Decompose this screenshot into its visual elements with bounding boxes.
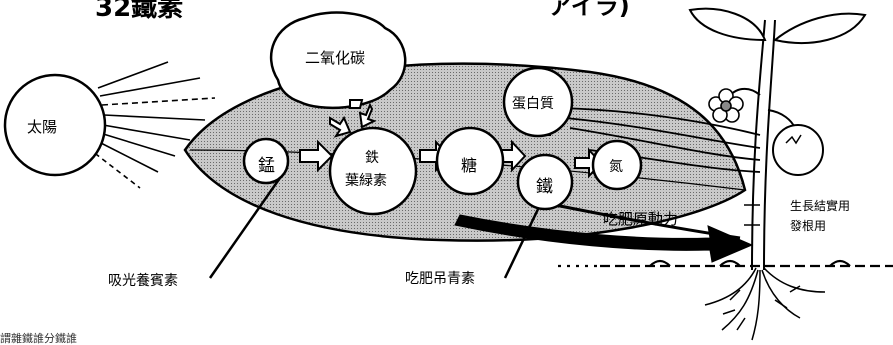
sun-label: 太陽	[27, 118, 58, 136]
nitrogen-label: 氮	[609, 159, 623, 175]
plant-flower	[708, 88, 744, 123]
co2-label: 二氧化碳	[305, 49, 366, 67]
sugar-label: 糖	[461, 156, 478, 175]
diagram-title: 32鐵素	[95, 0, 184, 23]
iron-label: 鐵	[536, 177, 553, 197]
plant-leaf-right	[772, 12, 867, 44]
plant-stem	[751, 19, 776, 271]
footer-text: 謂雜鐵誰分鐵誰	[0, 332, 77, 345]
pointer-fertilizer-element	[503, 204, 542, 279]
fertilizer-power-label: 吃肥原動力	[603, 210, 679, 228]
protein-label: 蛋白質	[512, 96, 554, 112]
light-nutrient-label: 吸光養賓素	[108, 273, 178, 289]
pointer-light-nutrient	[208, 174, 284, 279]
rooting-label: 發根用	[790, 219, 827, 233]
node-circles	[242, 66, 643, 216]
plant-roots	[704, 267, 826, 341]
sun-rays	[87, 61, 216, 189]
sun-circle	[3, 73, 107, 177]
iron-chlorophyll-label-2: 葉緑素	[345, 173, 387, 189]
growth-fruiting-label: 生長結實用	[790, 199, 851, 213]
iron-chlorophyll-label-1: 鉄	[365, 150, 379, 166]
manganese-label: 錳	[258, 156, 275, 176]
plant-leaf-left	[688, 7, 767, 42]
fertilizer-element-label: 吃肥吊青素	[405, 271, 475, 287]
fertilizer-arrow	[454, 214, 754, 263]
leaf-midrib	[189, 149, 746, 191]
plant-fruit	[772, 124, 824, 176]
diagram-title-right: アイラ)	[548, 0, 630, 20]
ground-line	[558, 259, 893, 268]
co2-cloud	[269, 11, 407, 110]
